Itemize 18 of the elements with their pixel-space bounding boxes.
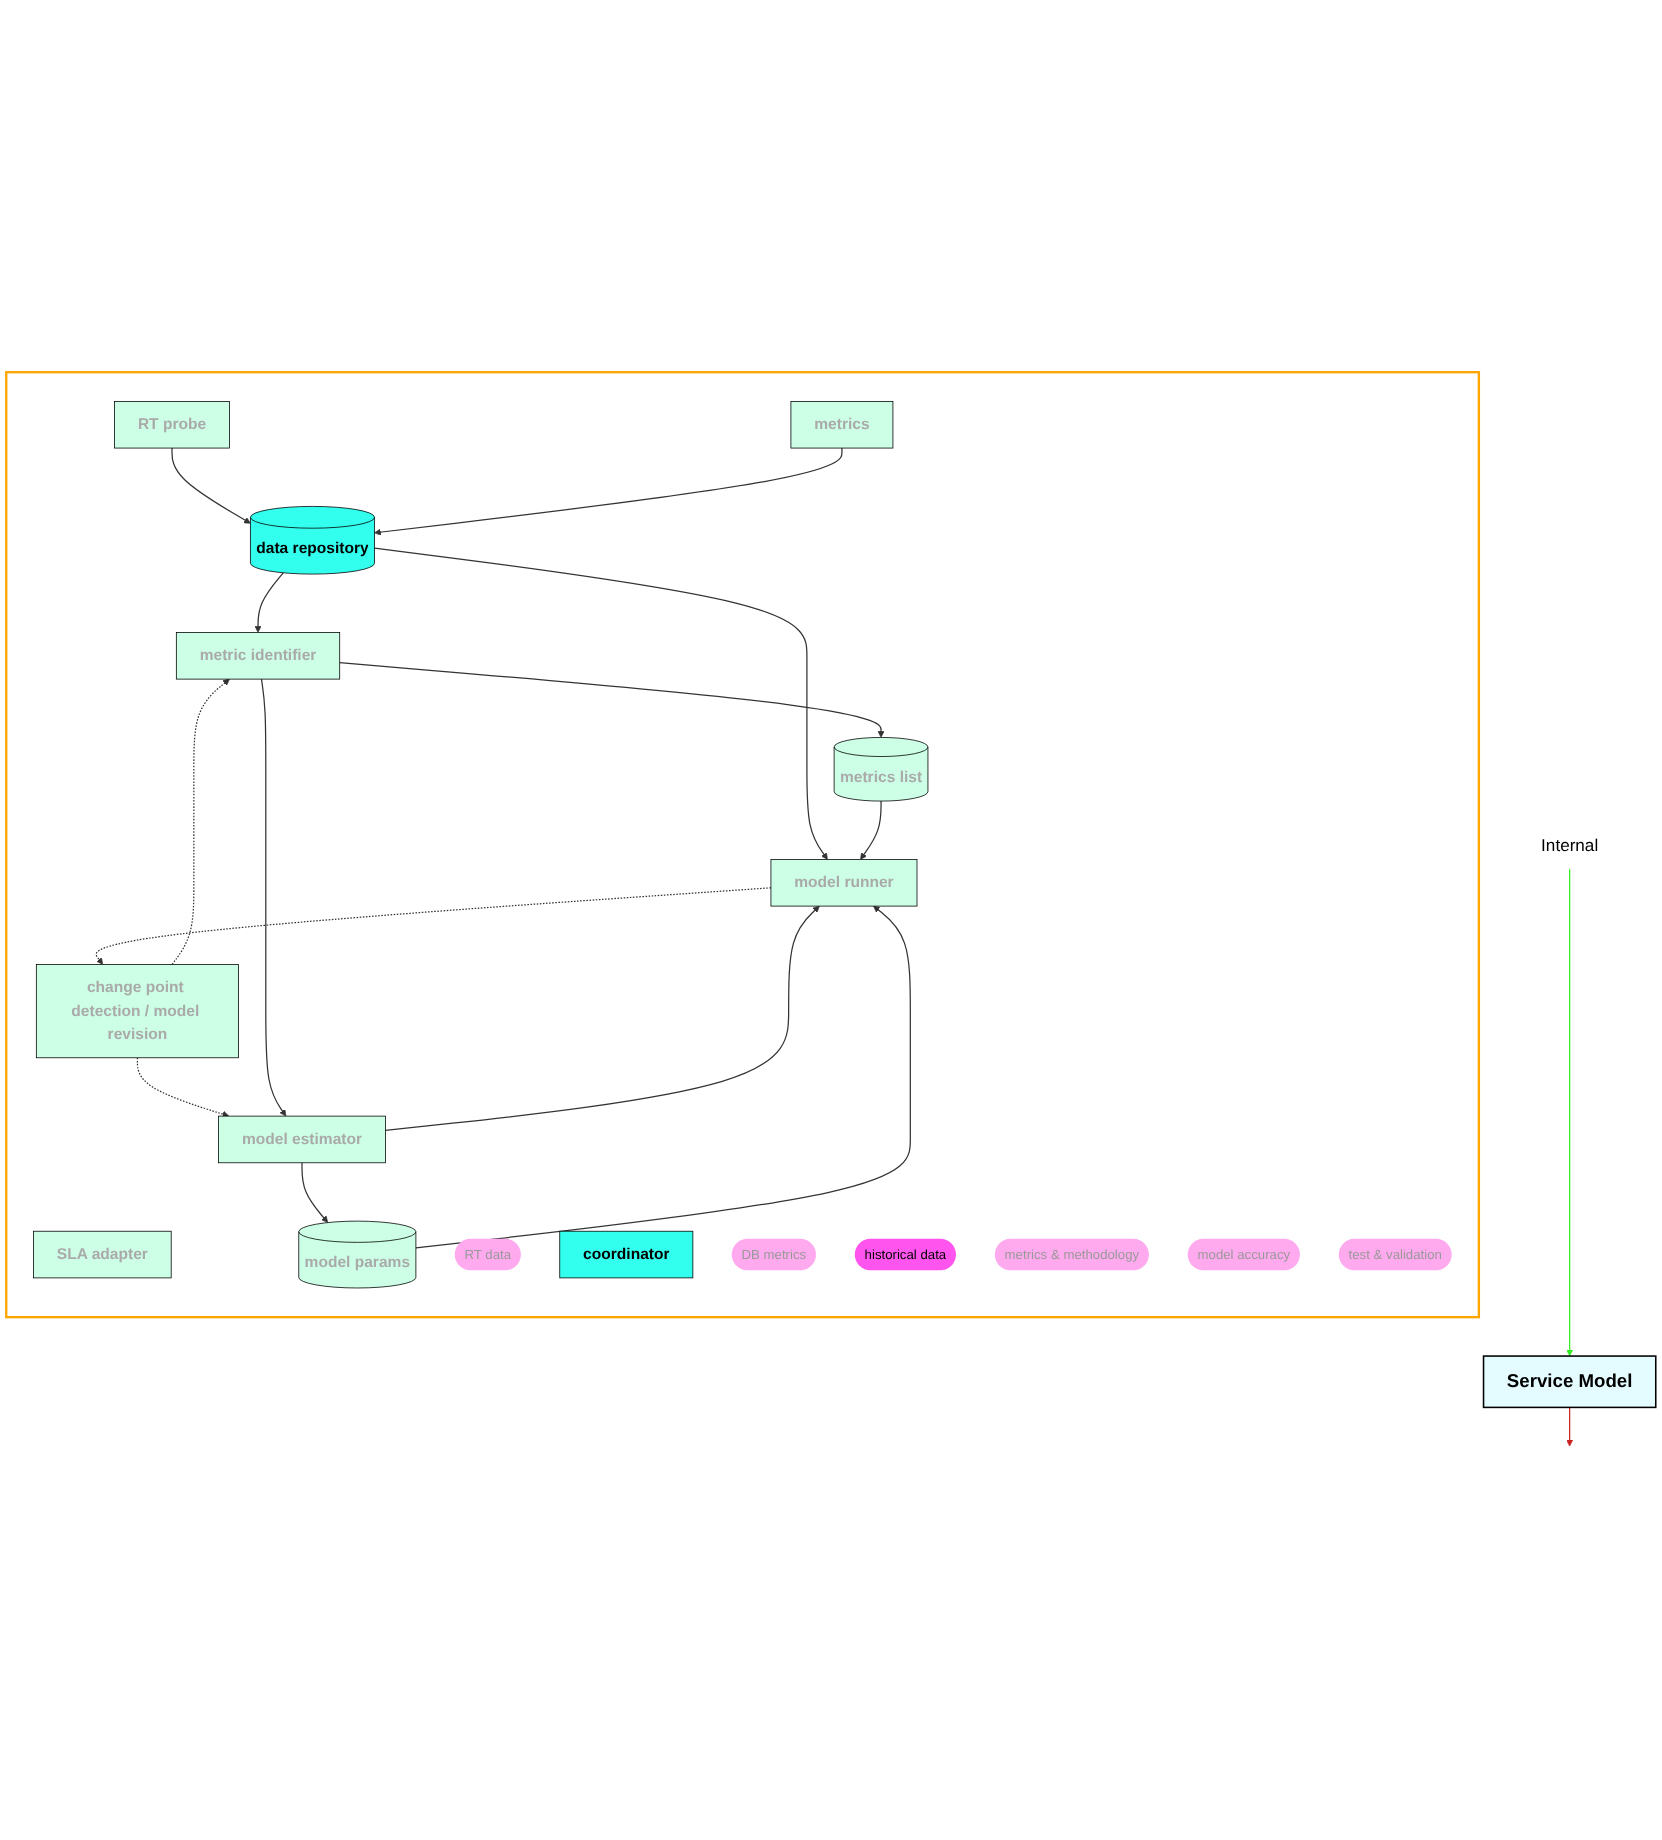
arrow (1566, 1405, 1574, 1446)
arrow (374, 446, 843, 535)
arrow (301, 1161, 329, 1222)
arrow (171, 446, 251, 523)
arrow (860, 799, 882, 859)
arrow (384, 904, 820, 1131)
arrow (373, 546, 828, 859)
cluster (5, 370, 1481, 1318)
arrow (254, 571, 284, 632)
arrow (260, 677, 287, 1116)
arrow (136, 1056, 230, 1117)
arrow (95, 886, 772, 964)
node-box: Service Model (1482, 1354, 1657, 1408)
node-text: Internal (1541, 834, 1599, 854)
arrow (339, 661, 885, 737)
arrow (415, 904, 911, 1248)
arrow (171, 677, 230, 965)
arrow (1566, 867, 1574, 1356)
